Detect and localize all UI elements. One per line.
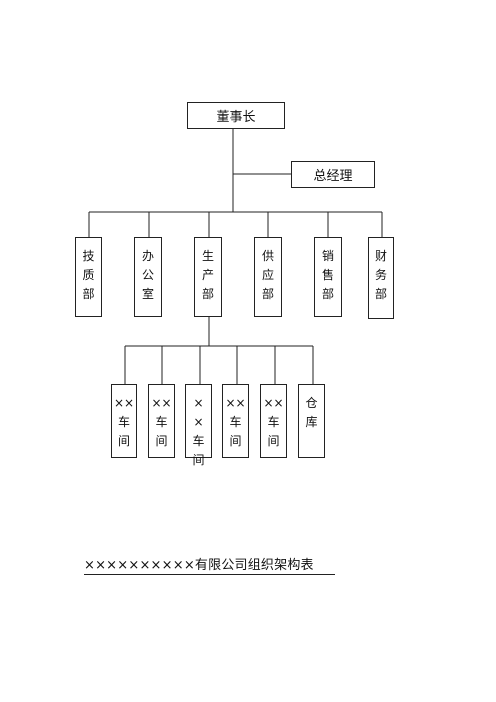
department-box[interactable]: 销售部 xyxy=(314,237,342,317)
department-label-char: 部 xyxy=(201,287,214,301)
department-label-char: 务 xyxy=(374,268,387,282)
department-label-char: 财 xyxy=(374,249,387,263)
workshop-box[interactable]: ×× 车间 xyxy=(148,384,175,458)
workshop-label-char: 库 xyxy=(305,415,318,429)
workshop-label-char: × xyxy=(193,415,204,429)
workshop-label-char: 车 xyxy=(155,415,168,429)
workshop-label-char: 车 xyxy=(117,415,130,429)
department-label-char: 室 xyxy=(141,287,154,301)
workshop-box[interactable]: 仓库 xyxy=(298,384,325,458)
department-label-char: 应 xyxy=(261,268,274,282)
department-label-char: 部 xyxy=(321,287,334,301)
department-box[interactable]: 财务部 xyxy=(368,237,394,319)
department-box[interactable]: 供应部 xyxy=(254,237,282,317)
department-label-char: 技 xyxy=(82,249,95,263)
workshop-box[interactable]: × × 车间 xyxy=(185,384,212,467)
workshop-box[interactable]: ×× 车间 xyxy=(260,384,287,458)
workshop-label-char: ×× xyxy=(263,396,284,410)
department-label-char: 部 xyxy=(82,287,95,301)
chairman-label: 董事长 xyxy=(216,110,256,125)
workshop-label-char: 间 xyxy=(192,453,205,467)
department-label-char: 产 xyxy=(201,268,214,282)
department-label-char: 办 xyxy=(141,249,154,263)
workshop-label-char: 仓 xyxy=(305,396,318,410)
department-label-char: 生 xyxy=(201,249,214,263)
workshop-label-char: 间 xyxy=(229,434,242,448)
workshop-label-char: × xyxy=(193,396,204,410)
workshop-label-char: 间 xyxy=(155,434,168,448)
department-label-char: 售 xyxy=(321,268,334,282)
workshop-label-char: 车 xyxy=(229,415,242,429)
workshop-label-char: ×× xyxy=(113,396,135,410)
general-manager-label: 总经理 xyxy=(313,169,353,184)
general-manager-box[interactable]: 总经理 xyxy=(291,161,375,188)
workshop-label-char: 间 xyxy=(117,434,130,448)
chart-caption: ××××××××××有限公司组织架构表 xyxy=(84,554,335,575)
department-box[interactable]: 技质部 xyxy=(75,237,102,317)
workshop-label-char: 间 xyxy=(267,434,280,448)
workshop-label-char: ×× xyxy=(225,396,246,410)
department-box[interactable]: 生产部 xyxy=(194,237,222,317)
department-label-char: 质 xyxy=(82,268,95,282)
workshop-label-char: 车 xyxy=(267,415,280,429)
department-box[interactable]: 办公室 xyxy=(134,237,162,317)
chairman-box[interactable]: 董事长 xyxy=(187,102,285,129)
department-label-char: 部 xyxy=(261,287,274,301)
department-label-char: 部 xyxy=(374,287,387,301)
workshop-label-char: 车 xyxy=(192,434,205,448)
workshop-label-char: ×× xyxy=(151,396,172,410)
workshop-box[interactable]: ×× 车间 xyxy=(222,384,249,458)
workshop-box[interactable]: ×× 车间 xyxy=(111,384,137,458)
department-label-char: 公 xyxy=(141,268,154,282)
department-label-char: 销 xyxy=(321,249,334,263)
department-label-char: 供 xyxy=(261,249,274,263)
